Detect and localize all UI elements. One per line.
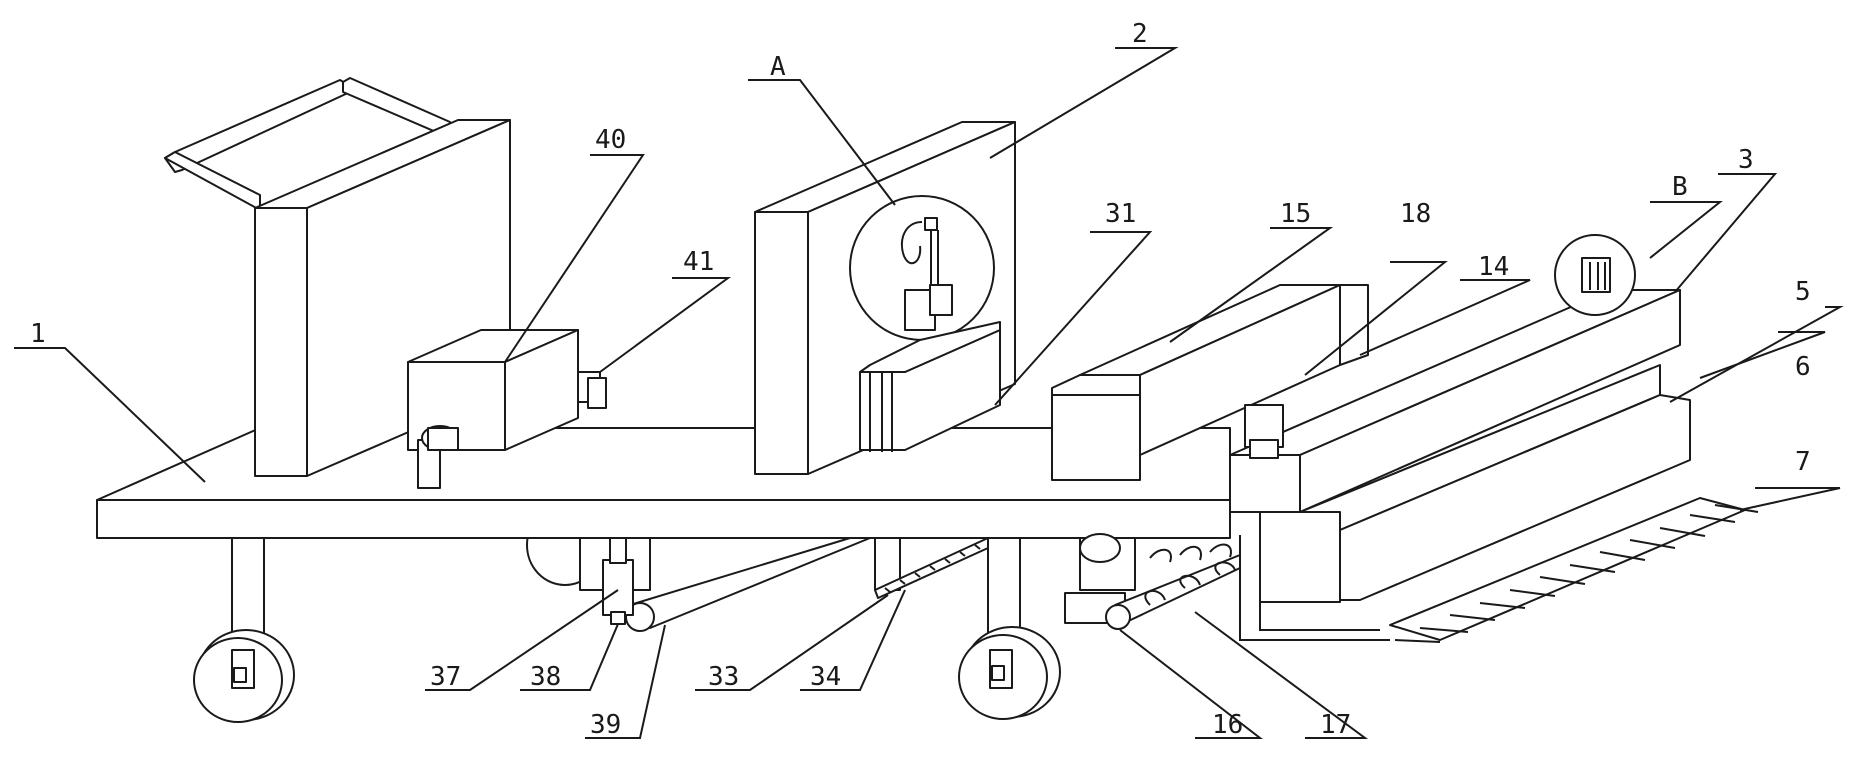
rear-wheel-mid xyxy=(1079,533,1121,563)
leg-wheel-front-right xyxy=(958,537,1061,720)
label-15: 15 xyxy=(1280,199,1311,229)
box-15 xyxy=(1051,284,1369,481)
brush-33-34 xyxy=(874,537,989,599)
auger-16-17 xyxy=(1064,537,1241,630)
label-33: 33 xyxy=(708,662,739,692)
roller-39 xyxy=(602,537,871,632)
label-37: 37 xyxy=(430,662,461,692)
teeth-7 xyxy=(1389,497,1759,643)
label-5: 5 xyxy=(1795,277,1811,307)
leader-lines xyxy=(14,47,1844,739)
label-a: A xyxy=(770,52,786,82)
label-41: 41 xyxy=(683,247,714,277)
rail-3 xyxy=(1229,289,1681,513)
label-31: 31 xyxy=(1105,199,1136,229)
label-39: 39 xyxy=(590,710,621,740)
label-7: 7 xyxy=(1795,447,1811,477)
label-1: 1 xyxy=(30,319,46,349)
label-38: 38 xyxy=(530,662,561,692)
detail-circle-b xyxy=(1554,234,1636,316)
label-2: 2 xyxy=(1132,19,1148,49)
reference-labels: 1 2 3 5 6 7 14 15 16 17 18 31 33 34 37 3… xyxy=(30,19,1811,740)
part-31-33 xyxy=(859,321,1001,452)
label-18: 18 xyxy=(1400,199,1431,229)
label-6: 6 xyxy=(1795,352,1811,382)
label-14: 14 xyxy=(1478,252,1509,282)
header-5-6 xyxy=(1239,364,1691,641)
detail-circle-a xyxy=(849,195,995,341)
label-b: B xyxy=(1672,172,1688,202)
label-17: 17 xyxy=(1320,710,1351,740)
label-16: 16 xyxy=(1212,710,1243,740)
label-3: 3 xyxy=(1738,145,1754,175)
leg-wheel-front-left xyxy=(193,537,295,723)
label-34: 34 xyxy=(810,662,841,692)
platform xyxy=(96,427,1231,539)
label-40: 40 xyxy=(595,125,626,155)
box-40 xyxy=(407,329,607,489)
